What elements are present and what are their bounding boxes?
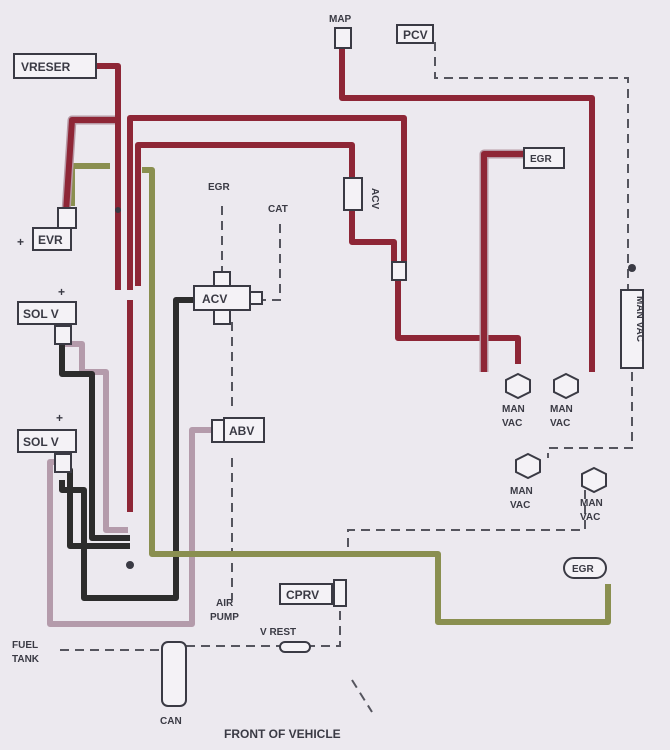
sol-v-1-label: SOL V <box>23 307 59 321</box>
cprv-label: CPRV <box>286 588 319 602</box>
egr-label-upper: EGR <box>208 182 230 193</box>
sol-v-1-plus: + <box>58 285 65 299</box>
abv-label: ABV <box>229 424 254 438</box>
canister: CAN <box>160 641 187 727</box>
man-vac-vertical-label: MAN VAC <box>634 296 645 342</box>
map-sensor: MAP <box>329 14 352 49</box>
tank-label: TANK <box>12 654 40 665</box>
can-label: CAN <box>160 716 182 727</box>
evr-regulator: EVR + <box>17 207 77 251</box>
vacuum-restrictor: V REST <box>260 627 311 653</box>
map-label: MAP <box>329 14 352 25</box>
v-rest-label: V REST <box>260 627 296 638</box>
man-vac-port-2: MAN VAC <box>550 372 579 429</box>
man-3-label: MAN <box>510 486 533 497</box>
acv-label: ACV <box>202 292 227 306</box>
egr-top: EGR <box>523 147 565 169</box>
man-vac-port-1: MAN VAC <box>502 372 531 429</box>
evr-plus: + <box>17 235 24 249</box>
man-vac-port-3: MAN VAC <box>510 452 541 511</box>
vac-1-label: VAC <box>502 418 522 429</box>
fuel-label: FUEL <box>12 640 38 651</box>
vreser-label: VRESER <box>21 60 71 74</box>
vacuum-reservoir: VRESER <box>13 53 97 79</box>
red-vacuum-lines <box>61 48 595 512</box>
pcv-label: PCV <box>403 28 428 42</box>
pump-label: PUMP <box>210 612 239 623</box>
hose-fitting <box>115 207 121 213</box>
man-vac-vertical: MAN VAC <box>620 264 645 369</box>
solenoid-valve-2: SOL V + <box>17 411 77 473</box>
man-4-label: MAN <box>580 498 603 509</box>
front-of-vehicle-label: FRONT OF VEHICLE <box>224 727 341 741</box>
solenoid-valve-1: SOL V + <box>17 285 77 345</box>
egr-bottom: EGR <box>563 557 607 579</box>
man-1-label: MAN <box>502 404 525 415</box>
abv-valve: ABV <box>211 417 265 443</box>
pcv-valve: PCV <box>396 24 434 44</box>
acv-vertical: ACV <box>343 177 380 211</box>
egr-connector <box>391 261 407 281</box>
man-vac-port-4: MAN VAC <box>580 466 607 523</box>
egr-top-label: EGR <box>530 154 552 165</box>
pink-hoses <box>47 341 218 627</box>
cat-label: CAT <box>268 204 288 215</box>
sol-v-2-plus: + <box>56 411 63 425</box>
sol-v-2-label: SOL V <box>23 435 59 449</box>
vac-2-label: VAC <box>550 418 570 429</box>
vac-3-label: VAC <box>510 500 530 511</box>
evr-label: EVR <box>38 233 63 247</box>
cprv-valve: CPRV <box>279 579 347 607</box>
acv-valve: ACV <box>193 271 263 325</box>
air-label: AIR <box>216 598 234 609</box>
man-2-label: MAN <box>550 404 573 415</box>
egr-bottom-label: EGR <box>572 564 594 575</box>
acv-vertical-label: ACV <box>369 188 380 209</box>
hose-fitting <box>126 561 134 569</box>
vac-4-label: VAC <box>580 512 600 523</box>
